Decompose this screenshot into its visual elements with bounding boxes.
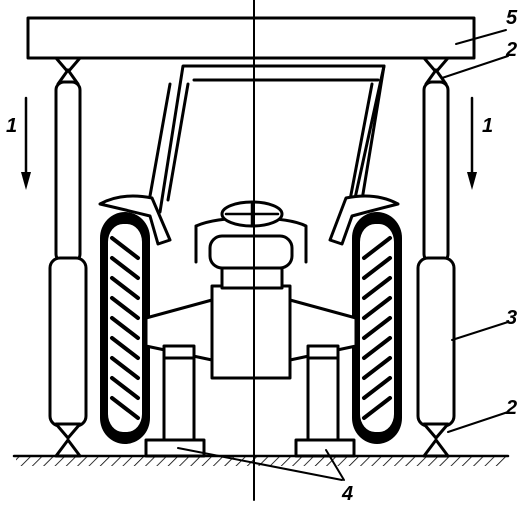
cab-frame xyxy=(148,64,386,214)
left-wheel xyxy=(100,212,150,444)
callout-1-left: 1 xyxy=(6,115,17,137)
callout-1-right: 1 xyxy=(482,115,493,137)
callout-5: 5 xyxy=(506,7,518,29)
top-beam xyxy=(26,16,476,60)
left-axle-stand xyxy=(144,344,206,458)
left-cylinder xyxy=(48,56,88,458)
force-arrow-right xyxy=(467,96,477,190)
callout-2-bottom: 2 xyxy=(505,397,517,419)
callout-3: 3 xyxy=(506,307,517,329)
right-fender xyxy=(328,194,400,246)
right-cylinder xyxy=(416,56,456,458)
leader-lines xyxy=(177,29,509,481)
steering-wheel xyxy=(220,200,284,228)
tractor-body xyxy=(194,216,308,380)
right-axle-stand xyxy=(294,344,356,458)
callout-4: 4 xyxy=(341,483,353,505)
force-arrow-left xyxy=(21,96,31,190)
left-fender xyxy=(98,194,172,246)
right-wheel xyxy=(352,212,402,444)
callout-2-top: 2 xyxy=(505,39,517,61)
